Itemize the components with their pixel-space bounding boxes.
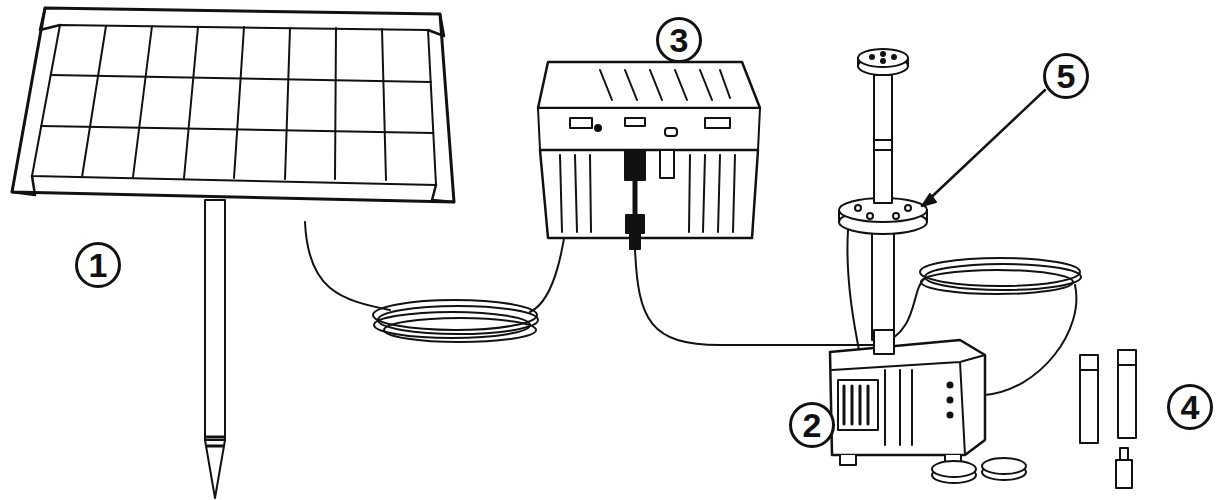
spare-tube [1080, 355, 1098, 443]
callout-circle: 3 [656, 17, 702, 63]
socket [625, 150, 645, 180]
switch [665, 128, 677, 136]
socket [660, 150, 674, 178]
callout-number: 1 [89, 248, 108, 282]
nozzle-head [858, 49, 908, 67]
pump-vent [885, 370, 912, 445]
plug [633, 180, 638, 215]
tube-joint [874, 140, 892, 150]
callout-circle: 2 [789, 402, 835, 448]
adapter [1120, 448, 1128, 460]
panel-cable [305, 222, 390, 310]
pump-cable [985, 285, 1076, 395]
leader-line [922, 90, 1045, 206]
pump-outlet [874, 330, 894, 354]
pump-body [830, 340, 985, 455]
controller-face [538, 108, 760, 150]
panel-frame [12, 8, 454, 202]
callout-number: 3 [670, 23, 689, 57]
pump-dot [948, 383, 953, 388]
ring-hole [867, 213, 873, 219]
callout-circle: 5 [1043, 53, 1089, 99]
indicator-led [595, 125, 601, 131]
face-print [625, 118, 645, 126]
controller-lid [538, 62, 760, 108]
pump-pipe [872, 230, 894, 340]
ring-hole [893, 213, 899, 219]
lid-ridge [600, 70, 730, 100]
nozzle-hole [881, 59, 885, 63]
nozzle-hole [870, 55, 874, 59]
pump-cable [635, 249, 880, 345]
cable-coil [925, 264, 1081, 290]
panel-grid [82, 26, 386, 180]
cable-coil [384, 318, 536, 342]
pump-cable [847, 230, 860, 355]
ring-hole [855, 205, 861, 211]
callout-circle: 1 [75, 242, 121, 288]
cable-coil [921, 270, 1073, 294]
face-print [570, 118, 592, 128]
panel-grid [41, 75, 433, 133]
body-rib [560, 155, 735, 232]
nozzle-hole [892, 55, 896, 59]
face-print [705, 118, 730, 128]
callout-number: 5 [1057, 59, 1076, 93]
spare-tube [1118, 350, 1136, 438]
intake-slot [844, 386, 868, 424]
adapter [1116, 460, 1132, 488]
leader-arrow [922, 194, 936, 206]
stake [205, 200, 225, 440]
callout-number: 2 [803, 408, 822, 442]
stake-band [206, 437, 224, 446]
spare-nozzle [982, 458, 1026, 474]
nozzle-hole [881, 52, 885, 56]
plug [626, 215, 644, 233]
callout-number: 4 [1181, 390, 1200, 424]
cable-coil [378, 306, 538, 334]
panel-corner [12, 8, 454, 202]
cable-coil [374, 312, 530, 338]
cable-coil [920, 258, 1080, 286]
pump-edge [832, 355, 985, 455]
pump-dot [948, 413, 953, 418]
tube-joint [1118, 364, 1136, 366]
pump-dot [948, 398, 953, 403]
extension-tube [874, 75, 892, 203]
controller-body [540, 150, 758, 238]
callout-circle: 4 [1167, 384, 1213, 430]
tube-joint [1080, 369, 1098, 371]
spare-nozzle [932, 461, 976, 477]
pump-intake [838, 380, 878, 430]
plug [630, 233, 640, 249]
ring-hole [905, 205, 911, 211]
stake-tip [205, 440, 225, 498]
panel-cells [32, 25, 436, 185]
